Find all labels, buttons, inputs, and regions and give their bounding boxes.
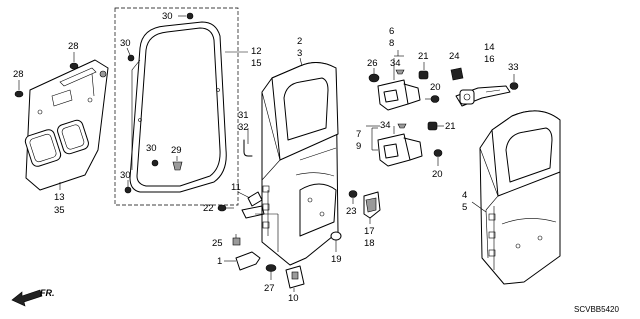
callout-33: 33: [508, 62, 519, 73]
callout-labels: 28 28 13 35 30 30 30 30 29 12 15 2 3 31 …: [13, 11, 519, 304]
callout-21-lower: 21: [445, 121, 456, 132]
door-weatherstrip: [129, 21, 227, 193]
callout-32: 32: [238, 122, 249, 133]
callout-3: 3: [297, 48, 302, 59]
callout-25: 25: [212, 238, 223, 249]
bolt-20-upper: [425, 95, 440, 103]
callout-30-lower: 30: [146, 143, 157, 154]
panel-clip: [99, 70, 107, 78]
seal-31-32: [243, 139, 253, 157]
callout-22: 22: [203, 203, 214, 214]
bolt-24: [450, 67, 464, 81]
bolt-23: [348, 190, 358, 204]
bolt-26: [368, 68, 380, 83]
callout-29: 29: [171, 145, 182, 156]
callout-10: 10: [288, 293, 299, 304]
rear-door-outer: [261, 57, 339, 266]
callout-35: 35: [54, 205, 65, 216]
callout-17: 17: [364, 226, 375, 237]
bolt-20-lower: [433, 149, 443, 166]
callout-1: 1: [217, 256, 222, 267]
callout-30-upper: 30: [120, 38, 131, 49]
callout-15: 15: [251, 58, 262, 69]
callout-9: 9: [356, 141, 361, 152]
callout-20-lower: 20: [432, 169, 443, 180]
upper-hinge: [377, 58, 421, 111]
bolt-21-upper: [418, 62, 429, 80]
callout-21-upper: 21: [418, 51, 429, 62]
lower-hinge: [366, 125, 423, 167]
screw-30-upper: [126, 47, 135, 62]
callout-20-upper: 20: [430, 82, 441, 93]
plug-19: [330, 231, 342, 252]
clip-29: [172, 156, 183, 171]
callout-12: 12: [251, 46, 262, 57]
callout-13: 13: [54, 192, 65, 203]
bracket-1: [224, 251, 261, 271]
screw-30-top: [178, 12, 194, 20]
callout-19: 19: [331, 254, 342, 265]
bolt-33: [509, 74, 519, 90]
callout-23: 23: [346, 206, 357, 217]
hinge-pin-34-upper: [395, 69, 405, 75]
callout-11: 11: [231, 182, 241, 193]
cap-17-18: [363, 191, 381, 224]
callout-34-lower: 34: [380, 120, 391, 131]
door-check-14-16: [455, 85, 511, 107]
rear-door-inner: [471, 110, 561, 285]
clip-28-left: [14, 80, 24, 98]
callout-31: 31: [238, 110, 249, 121]
clip-28-upper: [69, 52, 79, 70]
hinge-pin-34-lower: [397, 123, 407, 129]
callout-2: 2: [297, 36, 302, 47]
screw-30-bottom: [124, 180, 132, 194]
callout-28-upper: 28: [68, 41, 79, 52]
callout-30-bottom: 30: [120, 170, 131, 181]
callout-24: 24: [449, 51, 460, 62]
front-direction-label: FR.: [40, 288, 55, 298]
bolt-22: [217, 204, 234, 212]
callout-14: 14: [484, 42, 495, 53]
callout-27: 27: [264, 283, 275, 294]
callout-7: 7: [356, 129, 361, 140]
leader-lines: [59, 51, 395, 252]
callout-28-left: 28: [13, 69, 24, 80]
callout-26: 26: [367, 58, 378, 69]
callout-18: 18: [364, 238, 375, 249]
callout-5: 5: [462, 202, 467, 213]
callout-4: 4: [462, 190, 467, 201]
diagram-code: SCVBB5420: [574, 305, 619, 314]
door-trim-panel: [24, 59, 109, 191]
callout-34-upper: 34: [390, 58, 401, 69]
screw-30-lower: [151, 159, 159, 167]
front-direction-arrow: [11, 289, 43, 307]
weatherstrip-box: [114, 7, 239, 206]
bolt-21-lower: [427, 121, 444, 131]
callout-30-top: 30: [162, 11, 173, 22]
callout-6: 6: [389, 26, 394, 37]
callout-8: 8: [389, 38, 394, 49]
bolt-27: [265, 264, 277, 280]
callout-16: 16: [484, 54, 495, 65]
grommet-25: [232, 234, 241, 246]
striker-bracket-10: [285, 265, 305, 292]
